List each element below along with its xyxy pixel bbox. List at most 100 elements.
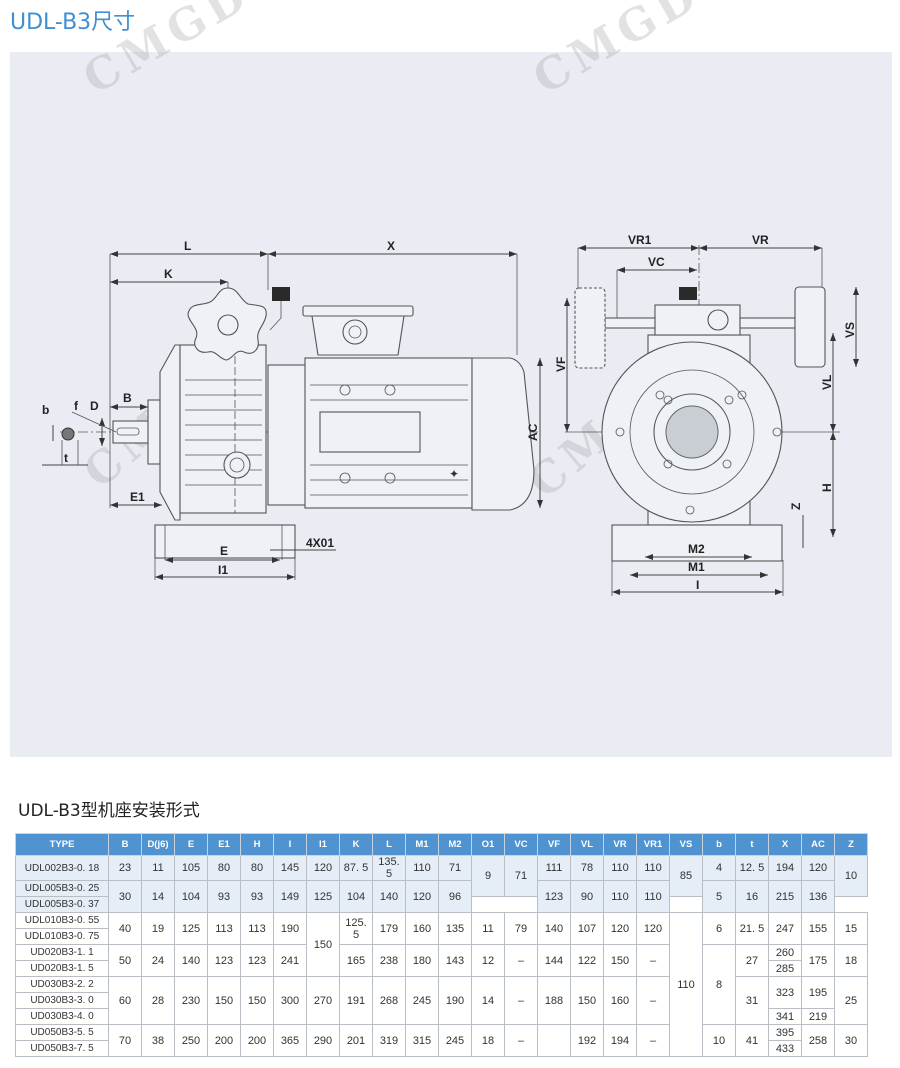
svg-text:VS: VS <box>843 322 857 338</box>
value-cell: 238 <box>372 944 406 977</box>
value-cell: 105 <box>174 855 208 881</box>
svg-text:CMGD: CMGD <box>525 0 709 105</box>
type-cell: UDL005B3-0. 37 <box>15 896 109 913</box>
type-cell: UDL005B3-0. 25 <box>15 880 109 897</box>
value-cell: 270 <box>306 976 340 1025</box>
value-cell: 341 <box>768 1008 802 1025</box>
value-cell: 180 <box>405 944 439 977</box>
type-cell: UD050B3-5. 5 <box>15 1024 109 1041</box>
value-cell: 41 <box>735 1024 769 1057</box>
value-cell: 191 <box>339 976 373 1025</box>
svg-text:f: f <box>74 399 79 413</box>
value-cell: 179 <box>372 912 406 945</box>
value-cell: 111 <box>537 855 571 881</box>
value-cell: 190 <box>438 976 472 1025</box>
value-cell: 93 <box>240 880 274 913</box>
value-cell: 120 <box>636 912 670 945</box>
value-cell: 16 <box>735 880 769 913</box>
value-cell: 18 <box>471 1024 505 1057</box>
table-title: UDL-B3型机座安装形式 <box>18 801 200 821</box>
type-cell: UD020B3-1. 1 <box>15 944 109 961</box>
value-cell: 30 <box>834 1024 868 1057</box>
value-cell: 90 <box>570 880 604 913</box>
svg-text:I1: I1 <box>218 563 228 577</box>
column-header: AC <box>801 833 835 856</box>
value-cell: – <box>504 1024 538 1057</box>
value-cell: 12 <box>471 944 505 977</box>
column-header: M2 <box>438 833 472 856</box>
value-cell: 315 <box>405 1024 439 1057</box>
value-cell: 140 <box>174 944 208 977</box>
column-header: b <box>702 833 736 856</box>
svg-text:L: L <box>184 239 191 253</box>
value-cell: 113 <box>207 912 241 945</box>
value-cell: 40 <box>108 912 142 945</box>
value-cell: 395 <box>768 1024 802 1041</box>
value-cell: 150 <box>240 976 274 1025</box>
value-cell: 160 <box>405 912 439 945</box>
value-cell: 9 <box>471 855 505 897</box>
value-cell: 215 <box>768 880 802 913</box>
value-cell: 25 <box>834 976 868 1025</box>
value-cell: 192 <box>570 1024 604 1057</box>
column-header: I <box>273 833 307 856</box>
front-view: VR1 VR VC VF VS VL H Z M2 M1 I <box>554 233 859 596</box>
value-cell: 120 <box>603 912 637 945</box>
value-cell: 285 <box>768 960 802 977</box>
svg-text:Z: Z <box>789 503 803 510</box>
svg-text:X: X <box>387 239 395 253</box>
value-cell: 123 <box>207 944 241 977</box>
type-cell: UD030B3-4. 0 <box>15 1008 109 1025</box>
value-cell: 120 <box>801 855 835 881</box>
value-cell: 50 <box>108 944 142 977</box>
value-cell: 104 <box>174 880 208 913</box>
value-cell: 70 <box>108 1024 142 1057</box>
value-cell: 110 <box>603 855 637 881</box>
column-header: O1 <box>471 833 505 856</box>
svg-text:CMGD: CMGD <box>75 0 259 105</box>
value-cell: 190 <box>273 912 307 945</box>
column-header: L <box>372 833 406 856</box>
value-cell <box>537 1024 571 1057</box>
value-cell: 433 <box>768 1040 802 1057</box>
value-cell: 4 <box>702 855 736 881</box>
value-cell: 21. 5 <box>735 912 769 945</box>
value-cell: 110 <box>603 880 637 913</box>
value-cell: 250 <box>174 1024 208 1057</box>
value-cell: 8 <box>702 944 736 1025</box>
svg-text:E: E <box>220 544 228 558</box>
value-cell: 80 <box>207 855 241 881</box>
value-cell: 150 <box>207 976 241 1025</box>
value-cell: – <box>636 944 670 977</box>
column-header: TYPE <box>15 833 109 856</box>
value-cell: 11 <box>141 855 175 881</box>
value-cell: 143 <box>438 944 472 977</box>
value-cell: 135 <box>438 912 472 945</box>
value-cell: 123 <box>537 880 571 913</box>
value-cell: 365 <box>273 1024 307 1057</box>
column-header: X <box>768 833 802 856</box>
value-cell: 125 <box>306 880 340 913</box>
value-cell: 93 <box>207 880 241 913</box>
value-cell: 125 <box>174 912 208 945</box>
value-cell: 104 <box>339 880 373 913</box>
value-cell: 144 <box>537 944 571 977</box>
value-cell: – <box>636 1024 670 1057</box>
column-header: M1 <box>405 833 439 856</box>
value-cell: 87. 5 <box>339 855 373 881</box>
column-header: VR1 <box>636 833 670 856</box>
value-cell: 79 <box>504 912 538 945</box>
svg-text:✦: ✦ <box>449 467 459 481</box>
svg-text:I: I <box>696 578 699 592</box>
value-cell: 14 <box>471 976 505 1025</box>
value-cell: 150 <box>306 912 340 977</box>
value-cell: 200 <box>207 1024 241 1057</box>
value-cell: 71 <box>438 855 472 881</box>
value-cell: 241 <box>273 944 307 977</box>
value-cell: 18 <box>834 944 868 977</box>
value-cell: 258 <box>801 1024 835 1057</box>
